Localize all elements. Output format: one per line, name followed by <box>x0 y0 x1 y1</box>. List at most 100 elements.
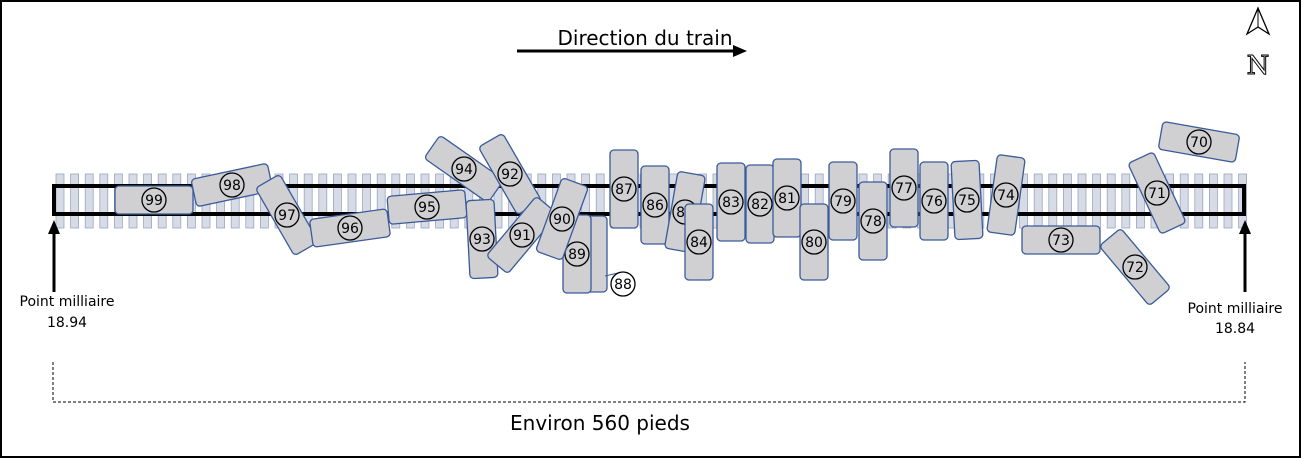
car-number-circle <box>774 185 800 211</box>
car-number: 77 <box>895 181 913 197</box>
rail-car-81: 81 <box>772 158 802 238</box>
car-number: 76 <box>925 194 943 210</box>
car-body <box>889 148 919 228</box>
rail-car-73: 73 <box>1021 225 1101 255</box>
rail-car-78: 78 <box>858 181 888 261</box>
track-tie <box>1209 173 1218 229</box>
car-number: 93 <box>473 232 491 248</box>
distance-label: Environ 560 pieds <box>510 411 690 435</box>
direction-arrowhead-icon <box>733 45 747 57</box>
rail-car-71: 71 <box>1128 152 1186 234</box>
car-body <box>716 162 746 242</box>
rail-car-77: 77 <box>889 148 919 228</box>
car-number-circle <box>1048 227 1074 253</box>
car-body <box>1158 121 1240 163</box>
rail-car-98: 98 <box>191 163 273 207</box>
car-number: 92 <box>501 167 519 183</box>
car-number: 97 <box>278 208 296 224</box>
car-number: 79 <box>834 194 852 210</box>
rail-car-80: 80 <box>799 203 829 281</box>
car-number: 88 <box>614 277 632 293</box>
rail-car-79: 79 <box>828 161 858 241</box>
car-number: 84 <box>690 235 708 251</box>
track-tie <box>1179 173 1189 229</box>
car-number-circle <box>451 156 477 182</box>
car-number: 75 <box>958 193 976 209</box>
car-number: 94 <box>455 162 473 178</box>
car-body <box>191 163 273 207</box>
milepost-right-label: Point milliaire <box>1188 301 1283 317</box>
car-body <box>1128 152 1186 234</box>
car-number-circle <box>509 222 535 248</box>
car-number-circle <box>1144 180 1170 206</box>
car-number-circle <box>642 192 668 218</box>
rail-car-96: 96 <box>309 208 391 248</box>
car-body <box>609 149 639 229</box>
car-number-circle <box>718 189 744 215</box>
milepost-left-arrowhead-icon <box>48 220 60 234</box>
car-number-circle <box>497 161 523 187</box>
car-body <box>424 136 504 202</box>
car-number: 95 <box>418 200 436 216</box>
track-tie <box>1223 173 1233 229</box>
rail-cars: 9998979695949293918889908786858483828180… <box>114 121 1240 305</box>
milepost-right-arrowhead-icon <box>1239 220 1251 234</box>
track-tie <box>55 173 65 229</box>
car-number: 87 <box>615 182 633 198</box>
car-number-circle <box>1186 129 1212 155</box>
track-tie <box>1033 173 1043 229</box>
car-number-circle <box>747 191 773 217</box>
car-body <box>986 154 1026 236</box>
rail-car-84: 84 <box>684 203 714 281</box>
car-body <box>640 165 670 245</box>
car-number-circle <box>141 187 167 213</box>
rail-car-87: 87 <box>609 149 639 229</box>
car-number-circle <box>611 176 637 202</box>
car-number: 83 <box>722 195 740 211</box>
car-number: 91 <box>513 228 531 244</box>
car-number: 71 <box>1148 186 1166 202</box>
track-tie <box>1048 173 1058 229</box>
car-number-circle <box>337 215 363 241</box>
car-label-88-callout: 88 <box>610 271 636 297</box>
car-number-circle <box>564 241 590 267</box>
car-number: 73 <box>1052 233 1070 249</box>
rail-car-70: 70 <box>1158 121 1240 163</box>
milepost-right-value: 18.84 <box>1215 321 1255 337</box>
car-body <box>309 208 391 248</box>
car-number-circle <box>549 206 575 232</box>
car-number: 70 <box>1190 135 1208 151</box>
distance-bracket <box>52 362 1246 403</box>
rail-car-93: 93 <box>465 198 499 280</box>
car-number: 80 <box>805 235 823 251</box>
milepost-left-value: 18.94 <box>47 315 87 331</box>
rail-car-82: 82 <box>745 164 775 244</box>
track-tie <box>99 173 109 229</box>
car-number-circle <box>219 172 245 198</box>
car-number-circle <box>891 175 917 201</box>
car-body <box>858 181 888 261</box>
car-number: 86 <box>646 198 664 214</box>
car-body <box>1021 225 1101 255</box>
car-body <box>799 203 829 281</box>
rail-car-94: 94 <box>424 136 504 202</box>
car-number: 72 <box>1126 260 1144 276</box>
car-number-circle <box>274 202 300 228</box>
car-body <box>487 197 557 273</box>
car-body <box>772 158 802 238</box>
car-number: 89 <box>568 247 586 263</box>
track-tie <box>1194 173 1204 229</box>
north-arrow-icon <box>1245 6 1271 36</box>
car-body <box>684 203 714 281</box>
track-tie <box>1077 173 1087 229</box>
car-number-circle <box>921 188 947 214</box>
car-number: 81 <box>778 191 796 207</box>
car-body <box>919 161 949 241</box>
car-number-circle <box>993 182 1019 208</box>
rail-car-92: 92 <box>479 134 541 214</box>
car-number-circle <box>954 187 980 213</box>
car-number: 74 <box>997 188 1015 204</box>
car-body <box>1100 229 1170 305</box>
